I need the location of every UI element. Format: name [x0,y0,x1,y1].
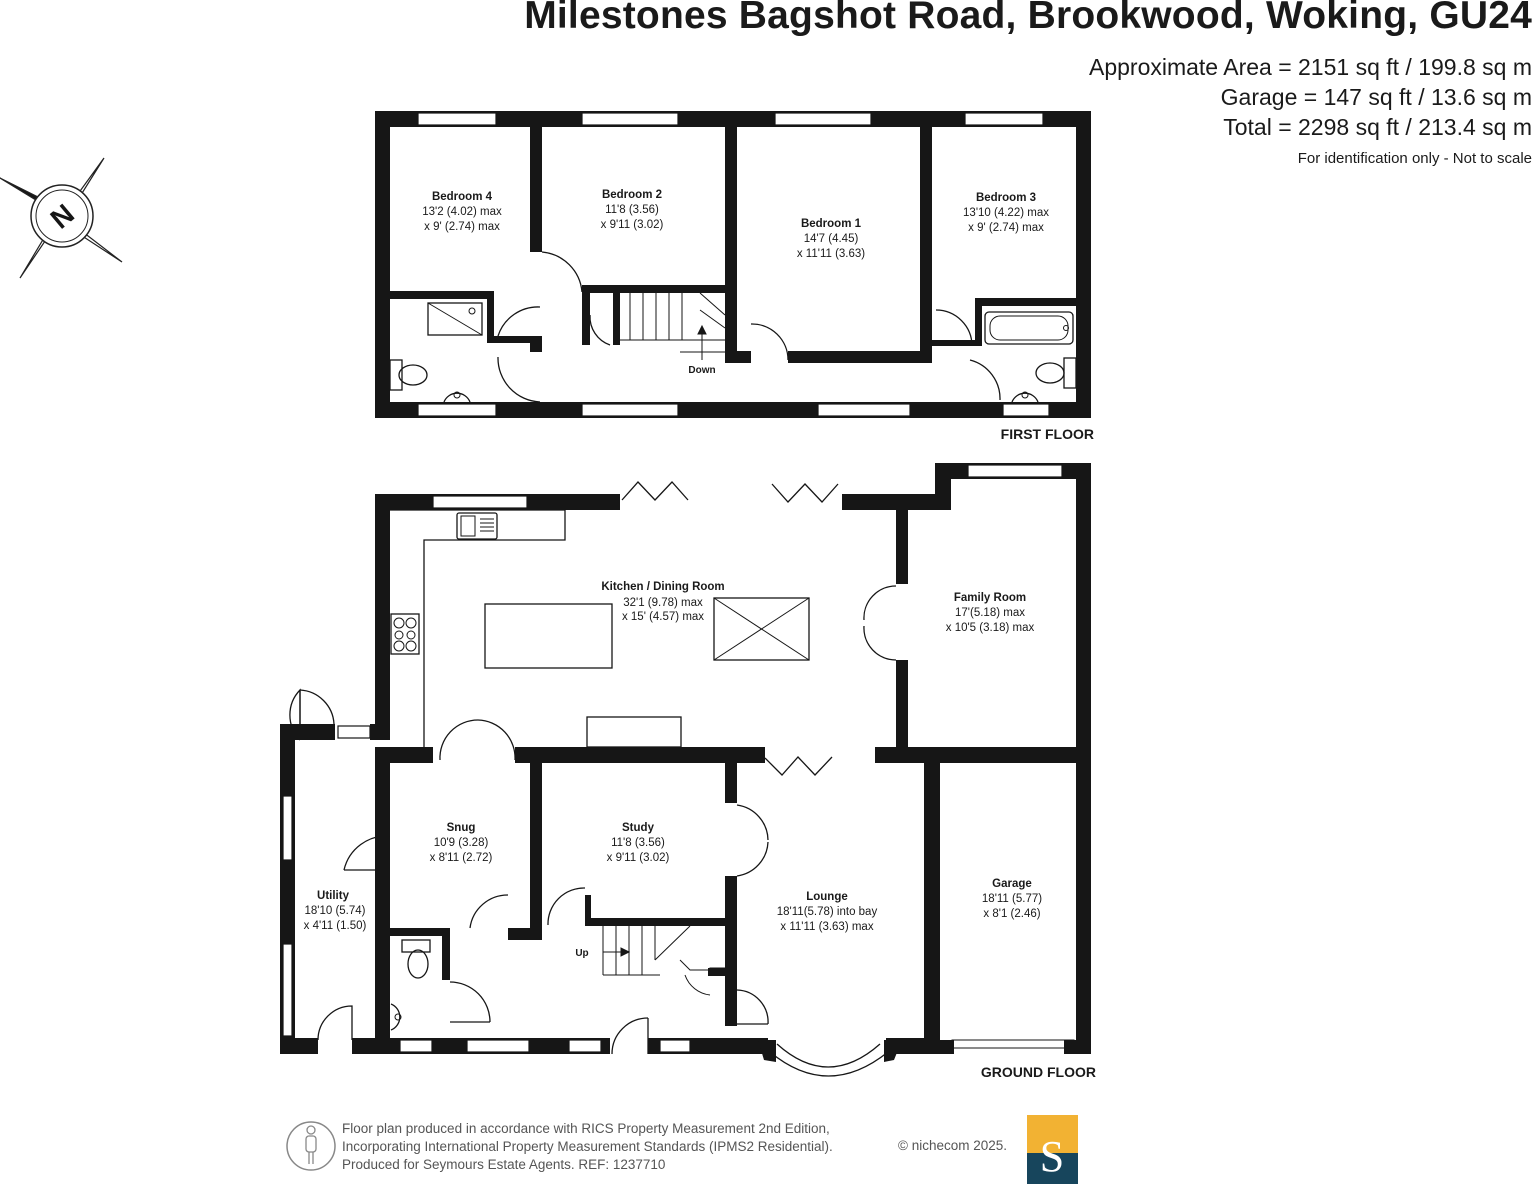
room-name-kitchen-dining: Kitchen / Dining Room [601,581,724,593]
room-dim-kitchen-dining: 32'1 (9.78) max [623,597,703,609]
room-dim-bedroom-3: x 9' (2.74) max [968,222,1044,234]
room-name-bedroom-3: Bedroom 3 [976,192,1036,204]
room-dim-bedroom-1: x 11'11 (3.63) [797,248,865,260]
room-dim-bedroom-3: 13'10 (4.22) max [963,207,1049,219]
room-dim-garage: x 8'1 (2.46) [983,908,1040,920]
room-name-utility: Utility [317,890,350,902]
room-dim-utility: 18'10 (5.74) [304,905,365,917]
room-name-lounge: Lounge [806,891,848,903]
first-floor-stairs [620,292,726,360]
copyright: © nichecom 2025. [898,1138,1008,1153]
room-name-bedroom-1: Bedroom 1 [801,218,862,230]
room-name-snug: Snug [447,822,476,834]
total-area: Total = 2298 sq ft / 213.4 sq m [1223,114,1532,140]
room-name-bedroom-2: Bedroom 2 [602,189,662,201]
ground-floor-plan: Up Kitchen / Dining Room 32'1 (9.78) max… [280,463,1096,1080]
room-dim-kitchen-dining: x 15' (4.57) max [622,611,704,623]
room-dim-lounge: x 11'11 (3.63) max [780,921,873,933]
approximate-area: Approximate Area = 2151 sq ft / 199.8 sq… [1088,54,1532,80]
room-dim-utility: x 4'11 (1.50) [304,920,367,932]
footer-line: Floor plan produced in accordance with R… [342,1121,830,1136]
seymours-logo: S [1027,1115,1078,1184]
room-dim-family-room: 17'(5.18) max [955,607,1025,619]
stairs-up-label: Up [575,948,588,959]
room-dim-garage: 18'11 (5.77) [982,893,1042,905]
room-dim-family-room: x 10'5 (3.18) max [946,622,1035,634]
plan-title: Milestones Bagshot Road, Brookwood, Woki… [524,0,1532,37]
ground-floor-stairs [602,925,725,996]
room-dim-snug: 10'9 (3.28) [434,837,489,849]
room-dim-bedroom-1: 14'7 (4.45) [804,233,859,245]
person-scale-icon [286,1121,336,1171]
room-dim-study: 11'8 (3.56) [611,837,665,849]
logo-letter: S [1040,1132,1064,1181]
room-name-garage: Garage [992,878,1032,890]
first-floor-plan: Down Bedroom 4 13'2 (4.02) max x 9' (2.7… [375,111,1094,442]
footer-line: Incorporating International Property Mea… [342,1139,833,1154]
room-dim-bedroom-2: x 9'11 (3.02) [601,219,664,231]
footer-line: Produced for Seymours Estate Agents. REF… [342,1157,666,1172]
room-dim-bedroom-4: x 9' (2.74) max [424,221,500,233]
room-dim-lounge: 18'11(5.78) into bay [777,906,878,918]
stairs-down-label: Down [688,365,715,376]
first-floor-label: FIRST FLOOR [1001,426,1094,442]
room-name-bedroom-4: Bedroom 4 [432,191,493,203]
footer-disclaimer: Floor plan produced in accordance with R… [342,1120,833,1174]
room-dim-snug: x 8'11 (2.72) [430,852,493,864]
compass-north-icon: N [0,157,123,279]
room-dim-study: x 9'11 (3.02) [607,852,670,864]
garage-area: Garage = 147 sq ft / 13.6 sq m [1220,84,1532,110]
scale-note: For identification only - Not to scale [1297,150,1532,167]
room-dim-bedroom-2: 11'8 (3.56) [605,204,659,216]
room-name-study: Study [622,822,655,834]
ground-floor-label: GROUND FLOOR [981,1064,1096,1080]
room-name-family-room: Family Room [954,592,1026,604]
room-dim-bedroom-4: 13'2 (4.02) max [422,206,502,218]
